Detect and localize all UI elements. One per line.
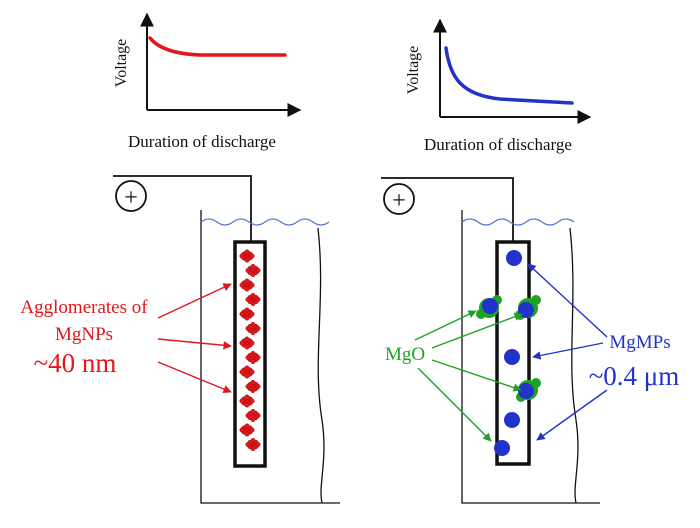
mgmp-particle-4 [504, 349, 520, 365]
mgmp-arrow-1 [527, 263, 608, 338]
mgmp-arrow-2 [532, 342, 604, 360]
right-electrolyte-surface [461, 218, 575, 226]
mgnp-cluster-icon [239, 278, 255, 292]
mgnp-cluster-icon [245, 351, 261, 365]
left-label-line-1: Agglomerates of [20, 297, 148, 318]
left-arrow-3 [157, 361, 232, 394]
mgmp-particle-3 [518, 302, 534, 318]
mgmp-particle-5 [518, 383, 534, 399]
mgnp-cluster-icon [245, 409, 261, 423]
mgmp-size-label: ~0.4 μm [589, 361, 680, 391]
mgnp-cluster-icon [239, 394, 255, 408]
mgnp-cluster-icon [245, 293, 261, 307]
right-voltage-plot: Voltage Duration of discharge [405, 18, 592, 154]
mgnp-cluster-icon [245, 264, 261, 278]
mgnp-cluster-icon [239, 365, 255, 379]
mgmp-particle-2 [482, 298, 498, 314]
right-positive-terminal-icon [383, 183, 415, 215]
left-electrolyte-surface [200, 218, 330, 226]
mgnp-cluster-icon [245, 322, 261, 336]
right-plot-ylabel: Voltage [405, 46, 422, 95]
mgo-arrow-1 [414, 310, 477, 341]
left-positive-terminal-icon [115, 180, 147, 212]
mgnp-agglomerates [239, 249, 261, 452]
mgnp-cluster-icon [245, 438, 261, 452]
right-wire [381, 177, 514, 242]
mgnp-cluster-icon [239, 307, 255, 321]
right-terminal-symbol: + [392, 188, 406, 214]
right-cell: + MgO MgMPs ~0.4 μm [381, 177, 680, 504]
left-beaker [200, 210, 340, 504]
right-beaker-curved-wall [569, 227, 579, 504]
mgmp-particle-1 [506, 250, 522, 266]
mgo-arrow-3 [431, 359, 522, 392]
mgmp-label: MgMPs [609, 332, 670, 353]
left-arrow-1 [157, 283, 232, 319]
left-discharge-curve [148, 36, 287, 57]
right-discharge-curve [444, 46, 574, 105]
left-plot-ylabel: Voltage [113, 39, 130, 88]
mgnp-cluster-icon [245, 380, 261, 394]
mgmp-particle-7 [494, 440, 510, 456]
mgnp-cluster-icon [239, 249, 255, 263]
left-plot-xlabel: Duration of discharge [128, 132, 276, 151]
right-plot-xlabel: Duration of discharge [424, 135, 572, 154]
mgnp-cluster-icon [239, 423, 255, 437]
left-label-line-2: MgNPs [55, 324, 113, 345]
left-label-size: ~40 nm [34, 348, 117, 378]
right-beaker [461, 210, 600, 504]
left-terminal-symbol: + [124, 185, 138, 211]
left-cell: + Agglomerates of MgNPs ~40 nm [20, 175, 340, 504]
left-wire [113, 175, 252, 242]
mgo-label: MgO [385, 344, 425, 365]
mgo-arrow-4 [417, 367, 492, 442]
left-voltage-plot: Voltage Duration of discharge [113, 12, 302, 151]
mgnp-cluster-icon [239, 336, 255, 350]
mgmp-particle-6 [504, 412, 520, 428]
mgo-arrow-2 [431, 312, 523, 349]
left-arrow-2 [157, 338, 232, 350]
mgmp-arrow-3 [536, 389, 608, 441]
left-beaker-curved-wall [317, 227, 325, 504]
